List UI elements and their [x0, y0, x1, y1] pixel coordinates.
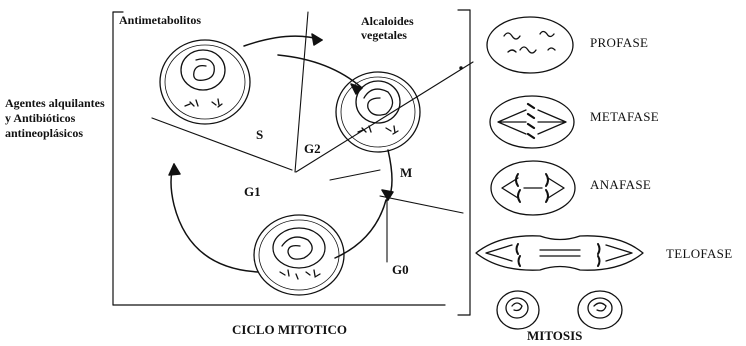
label-profase: PROFASE: [590, 36, 648, 51]
label-alcaloides: Alcaloides vegetales: [361, 15, 441, 43]
cell-profase: [487, 17, 573, 73]
cycle-arrows: [169, 34, 393, 272]
cell-anafase: [491, 161, 575, 215]
label-phase-g2: G2: [304, 142, 321, 157]
cell-daughter-left: [497, 291, 539, 329]
cell-g2-phase: [336, 72, 420, 152]
label-mitosis: MITOSIS: [527, 329, 582, 344]
label-telofase: TELOFASE: [666, 247, 732, 262]
label-phase-m: M: [400, 166, 412, 181]
label-ciclo-mitotico: CICLO MITOTICO: [232, 323, 347, 338]
label-phase-g1: G1: [244, 185, 261, 200]
label-metafase: METAFASE: [590, 110, 659, 125]
cell-daughter-right: [578, 291, 622, 329]
speck-dot: [460, 67, 462, 69]
mitosis-bracket: [458, 10, 470, 315]
cell-s-phase: [160, 40, 250, 124]
label-phase-g0: G0: [392, 263, 409, 278]
cell-metafase: [490, 96, 574, 148]
label-agentes: Agentes alquilantes y Antibióticos antin…: [5, 96, 113, 141]
label-anafase: ANAFASE: [590, 178, 651, 193]
cell-g1-phase: [254, 215, 344, 295]
label-phase-s: S: [256, 128, 263, 143]
cell-telofase: [476, 236, 643, 270]
label-antimetabolitos: Antimetabolitos: [119, 14, 201, 28]
